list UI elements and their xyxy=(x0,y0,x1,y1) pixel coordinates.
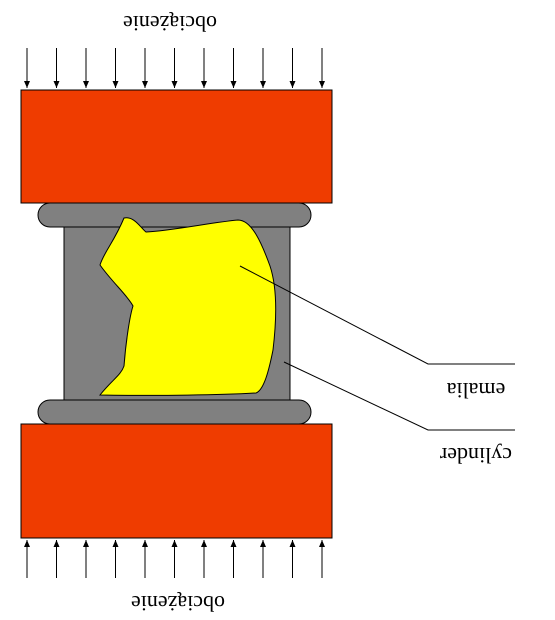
bottom-load-arrow xyxy=(171,540,178,578)
top-load-arrow xyxy=(142,48,148,88)
bottom-load-arrow xyxy=(142,540,148,578)
enamel-leader-line xyxy=(239,265,515,365)
bottom-load-arrows xyxy=(24,540,325,578)
top-load-arrow xyxy=(24,48,30,88)
enamel-label: emalia xyxy=(446,378,505,403)
top-load-arrow xyxy=(83,48,89,88)
top-plate xyxy=(20,89,333,204)
bottom-load-arrow xyxy=(260,540,266,578)
cylinder-leader-line xyxy=(283,361,515,431)
bottom-load-arrow xyxy=(201,540,207,578)
top-rim xyxy=(37,202,312,228)
bottom-load-arrow xyxy=(24,540,30,578)
bottom-load-arrow xyxy=(319,540,325,578)
top-load-arrow xyxy=(201,48,207,88)
top-load-arrows xyxy=(24,48,325,88)
top-load-arrow xyxy=(289,48,296,88)
bottom-plate xyxy=(20,423,333,539)
bottom-load-label: obciążenie xyxy=(131,591,225,616)
enamel-sample xyxy=(98,217,277,396)
top-load-arrow xyxy=(319,48,325,88)
top-load-label: obciążenie xyxy=(123,11,217,36)
bottom-load-arrow xyxy=(83,540,89,578)
top-load-arrow xyxy=(171,48,178,88)
bottom-load-arrow xyxy=(289,540,296,578)
cylinder-label: cylinder xyxy=(439,443,512,468)
top-load-arrow xyxy=(53,48,60,88)
top-load-arrow xyxy=(230,48,237,88)
top-load-arrow xyxy=(260,48,266,88)
bottom-load-arrow xyxy=(53,540,60,578)
top-load-arrow xyxy=(112,48,119,88)
bottom-load-arrow xyxy=(112,540,119,578)
bottom-load-arrow xyxy=(230,540,237,578)
bottom-rim xyxy=(37,399,312,425)
